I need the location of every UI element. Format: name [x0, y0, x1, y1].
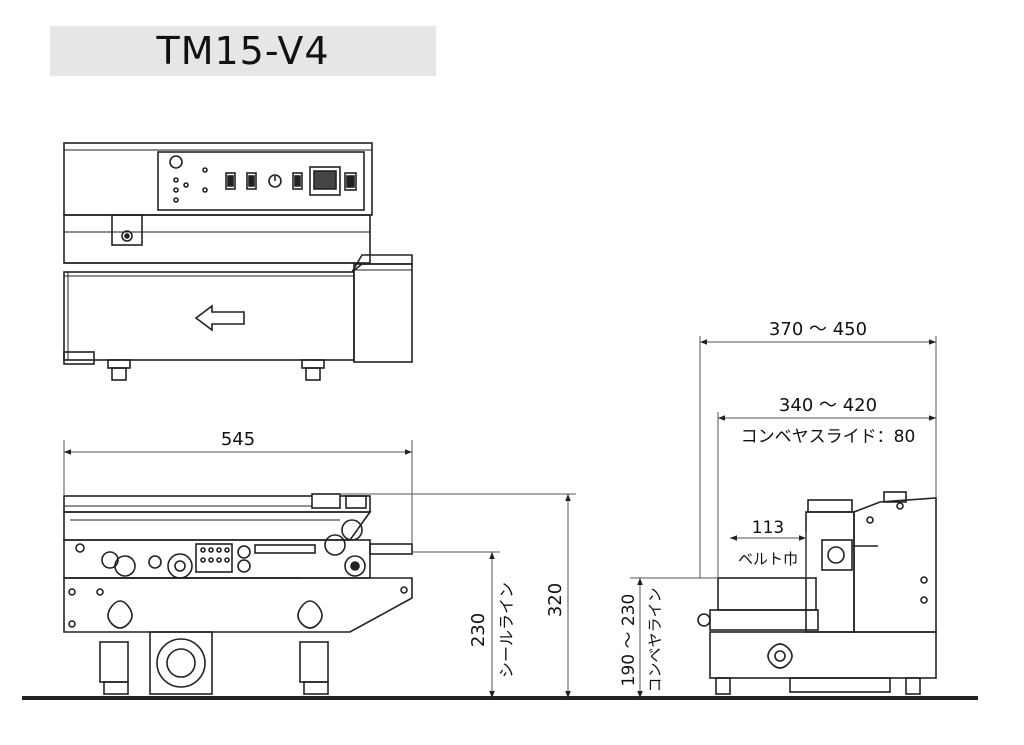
knob-left [107, 600, 133, 629]
side-knob [767, 643, 793, 669]
dimension-lines [63, 336, 937, 698]
control-panel [157, 151, 365, 211]
direction-arrow-icon [194, 304, 245, 332]
dim-overall-length: 545 [221, 429, 255, 450]
front-view [63, 493, 413, 695]
title-banner: TM15-V4 [50, 26, 436, 76]
switch-3 [292, 172, 303, 190]
dim-belt-width-label: ベルト巾 [738, 550, 798, 568]
dim-overall-depth: 370 ～ 450 [769, 319, 867, 340]
knob-right [297, 600, 323, 629]
dim-conveyor-depth: 340 ～ 420 [779, 395, 877, 416]
side-view [697, 491, 937, 695]
display-screen [309, 166, 341, 196]
top-view [63, 142, 413, 381]
side-conveyor [717, 577, 817, 611]
page-title: TM15-V4 [156, 29, 330, 73]
lower-conveyor-body [63, 577, 413, 633]
dim-seal-line-label: シールライン [497, 582, 516, 678]
dim-belt-width: 113 [752, 518, 784, 538]
dim-conveyor-line-height: 190 ～ 230 [619, 594, 639, 687]
motor-housing [149, 631, 213, 695]
dim-conveyor-line-label: コンベヤライン [646, 587, 664, 692]
switch-1 [225, 172, 236, 190]
dial-knob [268, 174, 282, 188]
dim-seal-line-height: 230 [468, 613, 489, 647]
switch-2 [246, 172, 257, 190]
dim-overall-height: 320 [545, 583, 566, 617]
top-view-conveyor [63, 271, 355, 361]
side-base [709, 631, 937, 679]
dim-conveyor-slide: コンベヤスライド：80 [741, 427, 916, 447]
switch-4 [344, 172, 357, 191]
side-control-housing [853, 497, 937, 633]
belt-width-label-bg [731, 545, 805, 571]
upper-seal-arm [63, 511, 372, 541]
